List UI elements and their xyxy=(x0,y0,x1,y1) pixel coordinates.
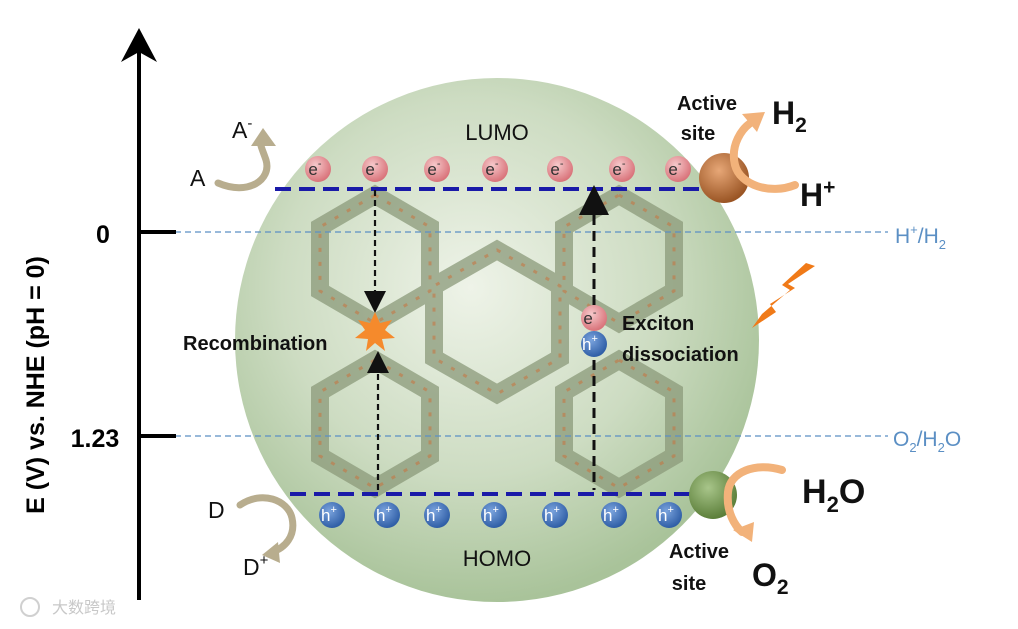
electron-row: e-e-e-e-e-e-e- xyxy=(305,156,691,182)
watermark-logo-icon xyxy=(20,597,40,617)
exciton-hole: h+ xyxy=(581,331,607,357)
d-reaction-curved-arrow xyxy=(236,494,297,556)
homo-label: HOMO xyxy=(463,546,531,571)
watermark: 大数跨境 xyxy=(52,598,116,617)
electron: e- xyxy=(665,156,691,182)
svg-text:h+: h+ xyxy=(376,504,392,525)
bottom-active-site-label-l1: Active xyxy=(669,541,729,563)
bottom-active-site-label-l2: site xyxy=(672,573,706,595)
hole: h+ xyxy=(601,502,627,528)
svg-text:h+: h+ xyxy=(426,504,442,525)
exciton-electron: e- xyxy=(581,305,607,331)
electron: e- xyxy=(305,156,331,182)
lightning-icon xyxy=(752,263,815,328)
electron: e- xyxy=(547,156,573,182)
svg-text:h+: h+ xyxy=(658,504,674,525)
recombination-burst-icon xyxy=(355,312,395,351)
svg-text:e-: e- xyxy=(612,158,625,179)
hole: h+ xyxy=(481,502,507,528)
h2o-label: H2O xyxy=(802,473,865,517)
hole: h+ xyxy=(424,502,450,528)
svg-text:h+: h+ xyxy=(544,504,560,525)
recombination-label: Recombination xyxy=(183,333,327,355)
svg-text:h+: h+ xyxy=(483,504,499,525)
svg-text:h+: h+ xyxy=(603,504,619,525)
a-label: A xyxy=(190,165,206,191)
svg-text:e-: e- xyxy=(485,158,498,179)
svg-text:h+: h+ xyxy=(582,333,598,354)
hole: h+ xyxy=(656,502,682,528)
axis-tick-label-0: 0 xyxy=(96,221,110,249)
electron: e- xyxy=(609,156,635,182)
o2-h2o-label: O2/H2O xyxy=(893,428,961,455)
svg-text:e-: e- xyxy=(365,158,378,179)
o2-label: O2 xyxy=(752,557,789,599)
exciton-label-line2: dissociation xyxy=(622,344,739,366)
energy-axis-arrowhead xyxy=(121,28,157,62)
d-reaction-arrowhead xyxy=(262,542,280,563)
lumo-label: LUMO xyxy=(465,120,529,145)
hole: h+ xyxy=(542,502,568,528)
top-active-site-label-l1: Active xyxy=(677,93,737,115)
cof-framework-detail xyxy=(318,193,676,490)
h2o-to-o2-arrow xyxy=(723,463,786,536)
svg-text:e-: e- xyxy=(668,158,681,179)
svg-text:e-: e- xyxy=(308,158,321,179)
hplus-to-h2-arrowhead xyxy=(742,112,765,132)
electron: e- xyxy=(482,156,508,182)
axis-label: E (V) vs. NHE (pH = 0) xyxy=(22,256,50,514)
a-minus-label: A- xyxy=(232,115,252,143)
hplus-label: H+ xyxy=(800,176,835,213)
exciton-label-line1: Exciton xyxy=(622,313,694,335)
top-active-site-label-l2: site xyxy=(681,123,715,145)
h2o-to-o2-arrowhead xyxy=(733,522,754,542)
hplus-h2-label: H+/H2 xyxy=(895,222,946,252)
h2-label: H2 xyxy=(772,95,807,137)
electron: e- xyxy=(424,156,450,182)
svg-text:e-: e- xyxy=(550,158,563,179)
a-reaction-arrowhead xyxy=(251,128,276,146)
hole: h+ xyxy=(374,502,400,528)
svg-text:e-: e- xyxy=(427,158,440,179)
d-plus-label: D+ xyxy=(243,552,269,580)
svg-text:e-: e- xyxy=(583,307,596,328)
hole: h+ xyxy=(319,502,345,528)
hole-row: h+ h+ h+ h+ h+ h+ h+ xyxy=(319,502,682,528)
hplus-to-h2-arrow xyxy=(729,118,799,193)
axis-tick-label-123: 1.23 xyxy=(71,425,120,453)
d-label: D xyxy=(208,497,225,523)
svg-text:h+: h+ xyxy=(321,504,337,525)
electron: e- xyxy=(362,156,388,182)
